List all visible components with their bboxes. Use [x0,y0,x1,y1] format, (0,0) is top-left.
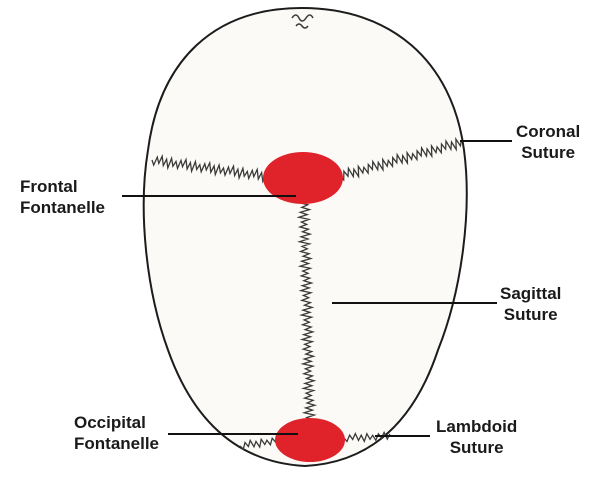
sagittal-label-line2: Suture [500,304,561,325]
frontal-fontanelle-label: Frontal Fontanelle [20,176,105,218]
coronal-label-line1: Coronal [516,121,580,142]
sagittal-suture-label: Sagittal Suture [500,283,561,325]
lambdoid-label-line1: Lambdoid [436,416,517,437]
frontal-label-line2: Fontanelle [20,197,105,218]
occipital-label-line2: Fontanelle [74,433,159,454]
occipital-fontanelle-label: Occipital Fontanelle [74,412,159,454]
coronal-label-line2: Suture [516,142,580,163]
occipital-label-line1: Occipital [74,412,159,433]
frontal-label-line1: Frontal [20,176,105,197]
occipital-fontanelle [275,418,345,462]
lambdoid-suture-label: Lambdoid Suture [436,416,517,458]
sagittal-label-line1: Sagittal [500,283,561,304]
coronal-suture-label: Coronal Suture [516,121,580,163]
lambdoid-label-line2: Suture [436,437,517,458]
